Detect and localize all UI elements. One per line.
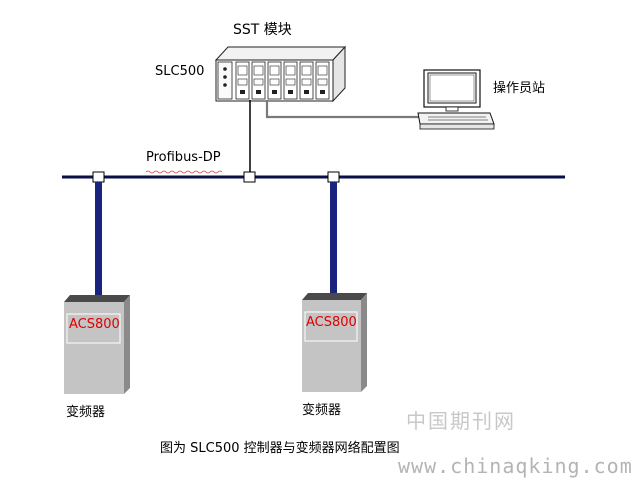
drive-2-cabinet (302, 293, 367, 392)
profibus-label: Profibus-DP (146, 150, 221, 165)
bus-tap-drive-2 (327, 171, 340, 183)
drop-cable-drive-2 (330, 182, 337, 294)
drive-1-model-label: ACS800 (69, 317, 120, 332)
slc500-label: SLC500 (155, 64, 205, 79)
drive-1-cabinet (64, 295, 130, 394)
computer-icon (417, 69, 495, 130)
drive-2-name-label: 变频器 (302, 403, 342, 418)
bus-tap-drive-1 (92, 171, 105, 183)
figure-caption: 图为 SLC500 控制器与变频器网络配置图 (160, 441, 400, 456)
operator-link-cable (265, 100, 422, 119)
bus-label-underline (145, 170, 223, 174)
operator-station-label: 操作员站 (493, 81, 546, 96)
drive-1-name-label: 变频器 (66, 405, 106, 420)
watermark-site-name: 中国期刊网 (406, 409, 516, 433)
drive-2-model-label: ACS800 (306, 315, 357, 330)
watermark-url: www.chinaqking.com (398, 454, 632, 478)
sst-module-label: SST 模块 (233, 22, 292, 38)
slc500-rack (214, 45, 347, 103)
drop-cable-drive-1 (95, 182, 102, 296)
bus-tap-rack (243, 171, 256, 183)
